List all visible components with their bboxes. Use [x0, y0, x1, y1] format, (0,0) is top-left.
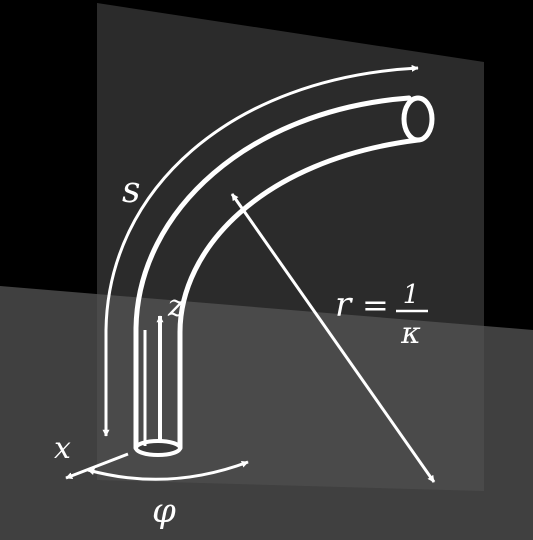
- arc-length-arrow: [102, 64, 419, 437]
- z-axis-label: z: [167, 289, 184, 324]
- radius-arrow: [230, 193, 436, 483]
- tube-bottom-opening: [134, 439, 182, 457]
- tube-top-opening: [401, 95, 435, 143]
- radius-symbol: r: [335, 285, 353, 325]
- phi-label: φ: [152, 491, 176, 531]
- equals-sign: =: [362, 286, 389, 324]
- radius-formula: r = 1 κ: [335, 280, 428, 351]
- ground-plane: [0, 286, 533, 540]
- fraction-denominator: κ: [400, 316, 421, 351]
- fraction-numerator: 1: [403, 280, 420, 310]
- phi-rotation-arrow: [87, 460, 249, 481]
- arc-length-label: s: [122, 170, 140, 211]
- x-axis-label: x: [54, 431, 71, 466]
